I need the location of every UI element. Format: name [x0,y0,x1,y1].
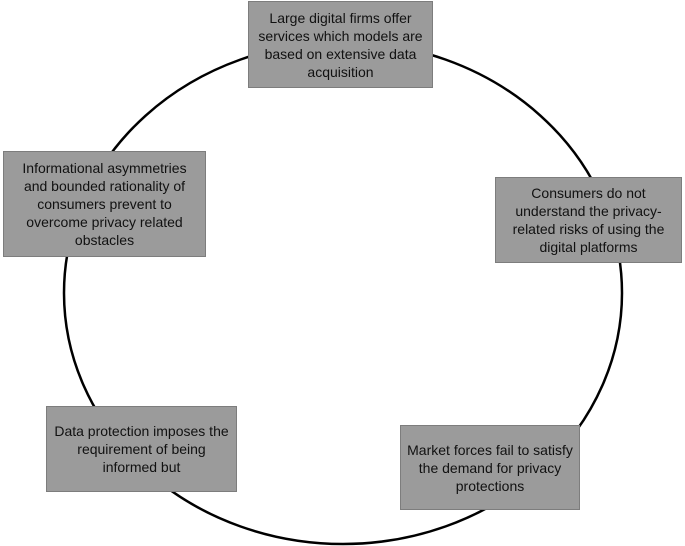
step-text-consumers: Consumers do not understand the privacy-… [512,185,665,255]
step-box-consumers: Consumers do not understand the privacy-… [495,177,682,263]
step-text-market: Market forces fail to satisfy the demand… [407,441,573,494]
step-box-data-protection: Data protection imposes the requirement … [46,406,237,492]
step-text-asymmetries: Informational asymmetries and bounded ra… [22,160,187,248]
step-box-firms: Large digital firms offer services which… [248,1,433,88]
step-text-data-protection: Data protection imposes the requirement … [54,423,229,475]
step-box-market: Market forces fail to satisfy the demand… [400,425,580,510]
step-box-asymmetries: Informational asymmetries and bounded ra… [3,151,206,257]
step-text-firms: Large digital firms offer services which… [258,9,423,80]
